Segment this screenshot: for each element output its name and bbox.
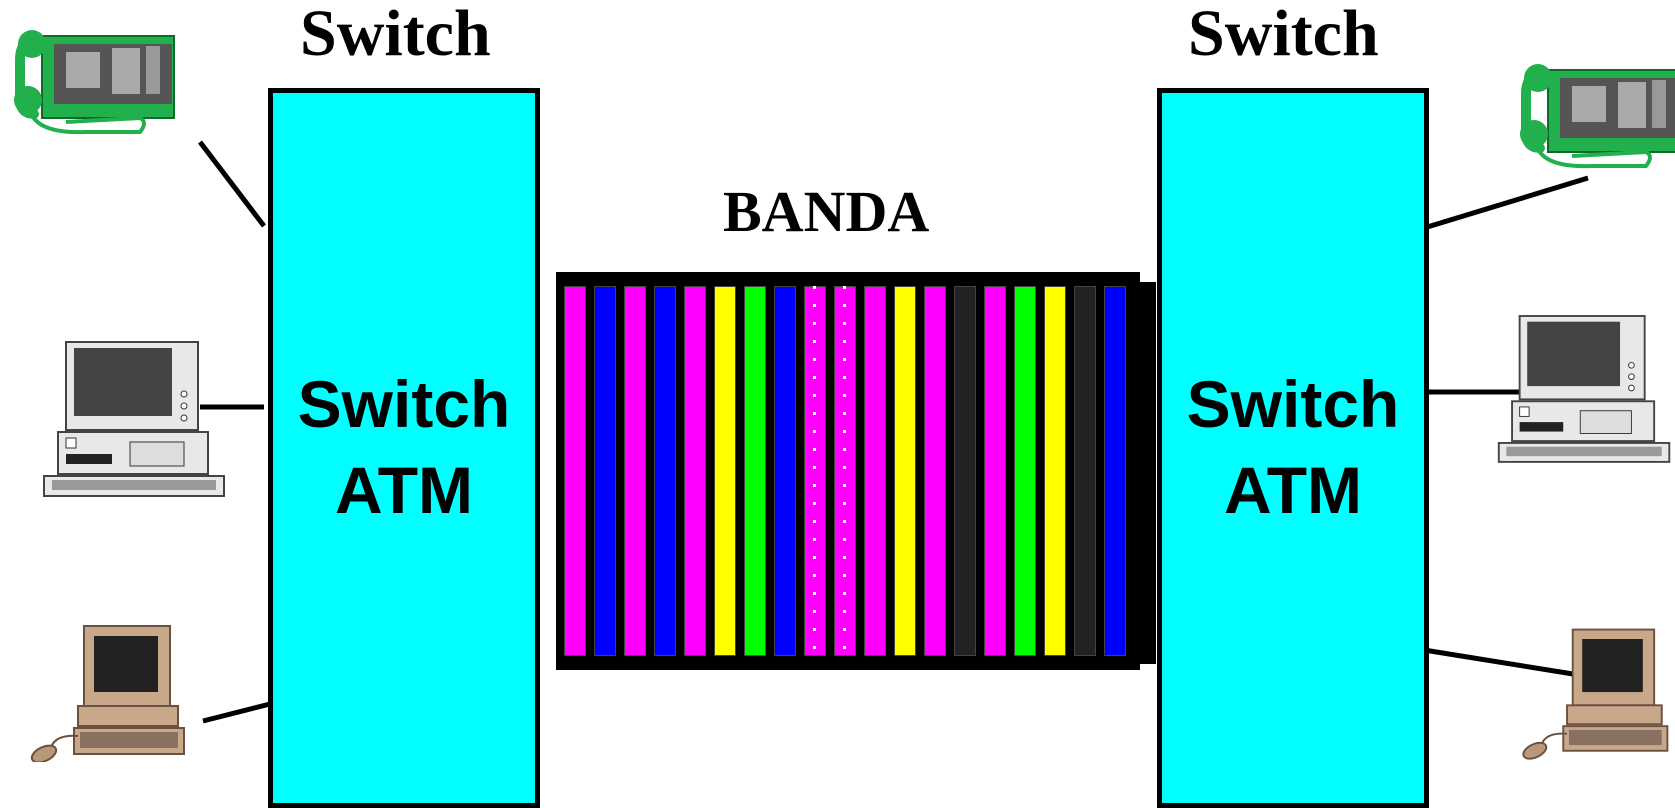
band-channel [714,286,736,656]
left-switch-label-line1: Switch [297,367,511,441]
right-switch-title: Switch [1188,0,1379,70]
right-switch-label-line2: ATM [1223,453,1363,527]
band-channel [1104,286,1126,656]
desktop-computer-icon [43,341,225,497]
band-channel [684,286,706,656]
band-channel [564,286,586,656]
bandwidth-band [556,272,1156,670]
band-channel [654,286,676,656]
personal-computer-icon [30,625,185,762]
band-title: BANDA [723,179,930,244]
left-switch-title: Switch [300,0,491,70]
desktop-computer-icon [1497,315,1671,463]
telephone-icon [14,30,175,135]
band-channel [1014,286,1036,656]
personal-computer-icon [1522,628,1669,760]
band-channel-dots [843,286,846,656]
band-channel [1074,286,1096,656]
band-channel-dots [813,286,816,656]
right-atm-switch: Switch ATM [1157,88,1429,808]
band-channel [1044,286,1066,656]
band-channel [894,286,916,656]
band-channel [924,286,946,656]
bandwidth-band-end [1130,282,1156,664]
band-channel [744,286,766,656]
band-channel [594,286,616,656]
band-channel [954,286,976,656]
band-channel [984,286,1006,656]
right-switch-label-line1: Switch [1186,367,1400,441]
left-atm-switch: Switch ATM [268,88,540,808]
telephone-icon [1520,64,1675,169]
band-channel [864,286,886,656]
left-switch-label-line2: ATM [334,453,474,527]
band-channel [624,286,646,656]
band-channel [774,286,796,656]
connection-lines [198,140,1589,724]
